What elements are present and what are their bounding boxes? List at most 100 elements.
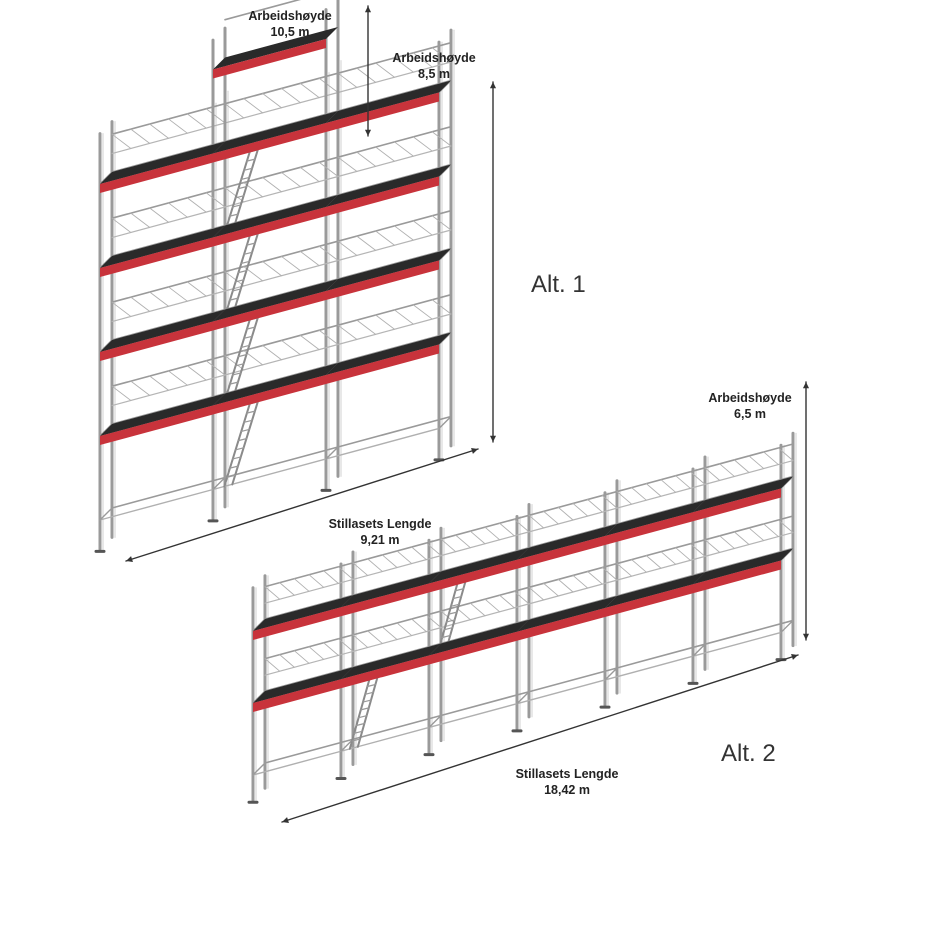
alt2-brace — [337, 566, 354, 580]
alt1-brace — [337, 240, 358, 256]
alt2-brace — [660, 479, 677, 493]
alt1-ladder-rung — [235, 363, 245, 367]
alt2-ladder-rung — [355, 722, 365, 727]
alt1-ladder-rung — [237, 354, 248, 358]
alt2-brace — [279, 654, 295, 668]
alt1-brace — [412, 52, 433, 68]
alt1-brace — [186, 113, 207, 129]
alt2-brace — [528, 586, 545, 601]
alt2-brace — [411, 546, 427, 561]
alt2-deck-top — [341, 643, 441, 680]
alt2-brace — [352, 562, 369, 576]
alt1-ladder-rung — [232, 456, 242, 460]
alt1-top-deck-top — [213, 26, 338, 70]
alt1-deck-board — [100, 321, 213, 361]
alt2-ledger — [704, 619, 794, 646]
alt2-deck-board — [341, 583, 429, 617]
alt1-ladder-rung — [246, 326, 256, 330]
alt2-brace — [455, 534, 471, 549]
alt2-ladder-rung — [448, 611, 458, 615]
alt1-height-main-arrow-head — [489, 435, 497, 442]
alt1-ladder-rung — [237, 438, 248, 442]
alt1-ladder-rung — [229, 297, 239, 301]
alt1-brace — [205, 108, 226, 124]
alt1-brace — [412, 220, 433, 236]
alt1-brace — [431, 131, 452, 147]
alt2-brace — [748, 455, 765, 469]
alt1-front-ledger — [99, 488, 214, 521]
alt1-brace — [205, 276, 226, 292]
alt1-ladder-rung — [226, 474, 236, 478]
alt2-deck-top — [517, 595, 617, 632]
alt2-ledger — [528, 667, 618, 693]
alt2-deck-top — [253, 595, 353, 631]
alt1-brace — [281, 339, 301, 356]
alt1-height-main-title: Arbeidshøyde — [392, 51, 476, 65]
alt1-ladder-rung — [235, 195, 245, 199]
alt1-deck-board — [213, 122, 326, 163]
alt2-ladder-rung — [450, 603, 460, 607]
alt1-height-main-value: 8,5 m — [418, 67, 450, 81]
alt1-deck-top — [213, 194, 338, 238]
alt2-brace — [469, 530, 486, 545]
alt2-deck-top — [693, 548, 793, 585]
alt1-brace — [356, 235, 377, 251]
alt2-brace — [660, 551, 677, 565]
alt2-deck-board — [517, 607, 605, 641]
alt1-brace — [375, 146, 395, 162]
alt2-front-ledger — [252, 750, 342, 776]
alt2-brace — [308, 646, 325, 660]
alt2-brace — [587, 571, 603, 585]
alt2-brace — [719, 535, 735, 549]
alt1-brace — [130, 296, 151, 312]
alt2-brace — [528, 514, 545, 529]
alt2-ledger — [264, 738, 354, 764]
alt2-brace — [484, 526, 501, 541]
alt2-deck-top — [253, 667, 353, 703]
alt2-brace — [499, 594, 515, 609]
alt1-brace — [412, 136, 433, 152]
alt2-brace — [572, 502, 589, 517]
alt1-brace — [356, 319, 377, 335]
alt1-ladder-rung — [246, 158, 256, 162]
alt1-length-arrow-head — [126, 556, 133, 562]
alt2-length-arrow — [281, 654, 799, 823]
alt1-ladder-rung — [243, 251, 253, 255]
alt2-brace — [425, 542, 442, 557]
alt2-brace — [264, 658, 281, 672]
alt1-brace — [111, 301, 132, 317]
alt2-ladder-rung — [454, 588, 464, 592]
alt1-deck-board — [100, 153, 213, 193]
alt2-ladder-rung — [353, 730, 363, 734]
alt2-brace — [513, 590, 530, 605]
alt2-brace — [293, 650, 310, 664]
alt2-brace — [323, 642, 339, 656]
alt1-ladder-rung — [243, 335, 253, 339]
alt2-front-ledger — [516, 679, 606, 705]
alt2-brace — [748, 527, 765, 541]
alt1-transom — [438, 415, 452, 430]
alt1-brace — [168, 202, 188, 218]
alt1-deck-board — [326, 344, 439, 384]
alt1-brace — [186, 281, 207, 297]
alt1-brace — [168, 118, 188, 134]
alt2-brace — [631, 487, 647, 501]
alt1-deck-top — [100, 393, 225, 436]
alt1-transom — [212, 476, 226, 491]
alt2-scaffold — [247, 431, 797, 804]
alt1-brace — [281, 87, 301, 104]
alt2-brace — [440, 538, 457, 553]
alt1-brace — [111, 133, 132, 149]
alt2-transom — [780, 619, 794, 634]
alt1-ledger — [337, 415, 452, 448]
alt2-brace — [645, 555, 662, 569]
alt2-brace — [381, 554, 398, 568]
alt1-ledger — [224, 446, 339, 479]
alt2-transom — [692, 643, 706, 657]
alt1-ladder-rung — [240, 260, 250, 265]
alt2-deck-board — [253, 679, 341, 712]
alt1-ladder-rung — [237, 270, 248, 274]
alt1-brace — [299, 250, 320, 267]
alt1-ladder-rung — [235, 447, 245, 451]
alt2-brace — [381, 626, 398, 640]
